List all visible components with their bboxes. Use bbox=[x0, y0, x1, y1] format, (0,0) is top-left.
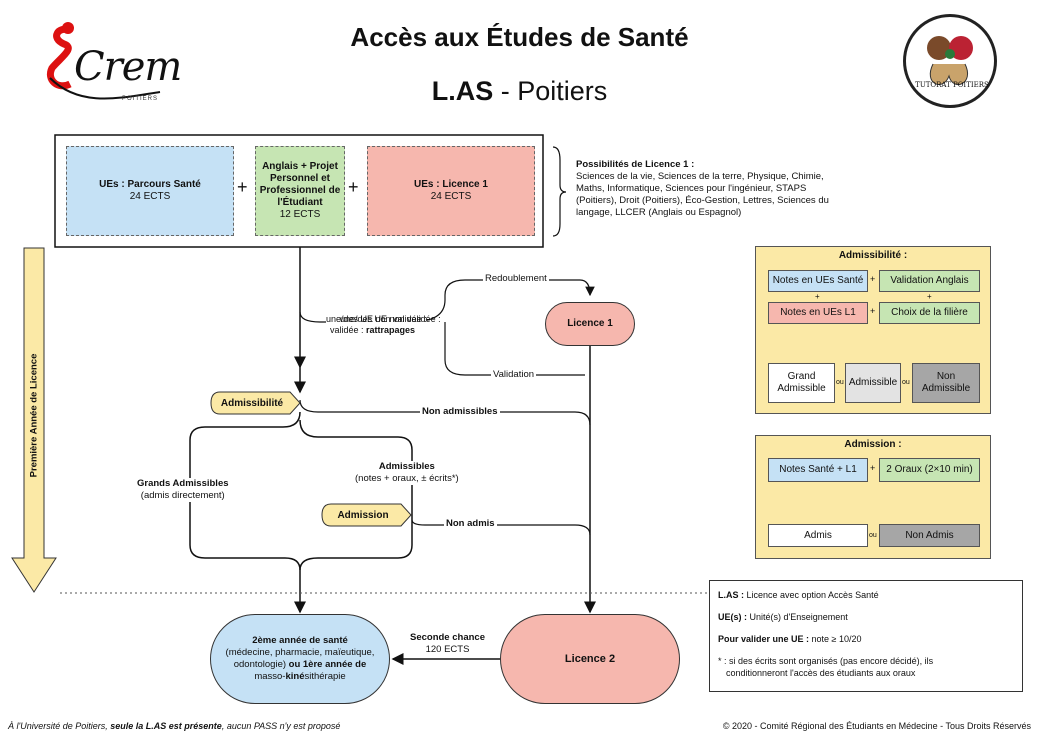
admissibilite-tag: Admissibilité bbox=[220, 397, 284, 409]
admissibilite-panel-title: Admissibilité : bbox=[838, 250, 908, 261]
admissible-box: Admissible bbox=[845, 363, 901, 403]
page-title: Accès aux Études de Santé bbox=[350, 22, 689, 52]
panel1-plus-4: + bbox=[870, 306, 876, 316]
panel1-ou-1: ou bbox=[836, 379, 844, 386]
non-admissible-box: Non Admissible bbox=[912, 363, 980, 403]
notes-ue-l1-box: Notes en UEs L1 bbox=[768, 302, 868, 324]
legend-box: L.AS : Licence avec option Accès Santé U… bbox=[709, 580, 1023, 692]
possibilites-licence: Possibilités de Licence 1 :Sciences de l… bbox=[576, 159, 829, 218]
admissibles-path bbox=[299, 419, 413, 571]
notes-sante-l1-box: Notes Santé + L1 bbox=[768, 458, 868, 482]
admissibilite-tag-shape bbox=[210, 391, 301, 415]
admis-box: Admis bbox=[768, 524, 868, 547]
grands-admissibles-label: Grands Admissibles(admis directement) bbox=[137, 478, 229, 502]
panel1-ou-2: ou bbox=[902, 379, 910, 386]
sante-node: 2ème année de santé (médecine, pharmacie… bbox=[210, 614, 390, 704]
non-admis-box: Non Admis bbox=[879, 524, 980, 547]
rattrapages-label-2: validée : rattrapages bbox=[330, 325, 416, 336]
panel1-plus-3: + bbox=[927, 292, 932, 301]
brace bbox=[552, 146, 567, 237]
panel2-plus: + bbox=[870, 463, 876, 473]
premiere-annee-label: Première Année de Licence bbox=[28, 353, 40, 478]
redoublement-path bbox=[299, 279, 595, 323]
non-admissibles-label: Non admissibles bbox=[420, 406, 500, 418]
panel2-ou: ou bbox=[869, 532, 877, 539]
admissibles-label: Admissibles(notes + oraux, ± écrits*) bbox=[355, 461, 459, 485]
non-admis-label: Non admis bbox=[444, 518, 497, 530]
notes-ue-sante-box: Notes en UEs Santé bbox=[768, 270, 868, 292]
non-admis-path bbox=[411, 519, 591, 536]
plus-sign-2: + bbox=[348, 177, 359, 197]
admission-tag-shape bbox=[321, 503, 412, 527]
footer-right: © 2020 - Comité Régional des Étudiants e… bbox=[722, 721, 1031, 731]
admission-panel-title: Admission : bbox=[844, 439, 902, 450]
anglais-projet-box: Anglais + Projet Personnel et Profession… bbox=[255, 146, 345, 236]
year-arrow bbox=[11, 247, 57, 593]
grand-admissible-box: Grand Admissible bbox=[768, 363, 835, 403]
plus-sign-1: + bbox=[237, 177, 248, 197]
admission-tag: Admission bbox=[337, 509, 389, 521]
oraux-box: 2 Oraux (2×10 min) bbox=[879, 458, 980, 482]
panel1-plus-1: + bbox=[870, 274, 876, 284]
validation-label: Validation bbox=[491, 369, 537, 381]
tutorat-logo: TUTORAT POITIERS bbox=[903, 14, 997, 108]
licence2-node: Licence 2 bbox=[500, 614, 680, 704]
panel1-plus-2: + bbox=[815, 292, 820, 301]
page-subtitle: L.AS - Poitiers bbox=[431, 76, 608, 106]
rattrapages-label-text: une/des UE non validée : bbox=[340, 314, 441, 324]
validation-path bbox=[444, 322, 585, 376]
redoublement-label: Redoublement bbox=[483, 273, 549, 285]
validation-anglais-box: Validation Anglais bbox=[879, 270, 980, 292]
choix-filiere-box: Choix de la filière bbox=[879, 302, 980, 324]
footer-left: À l'Université de Poitiers, seule la L.A… bbox=[8, 721, 341, 731]
crem-logo: Crem POITIERS bbox=[40, 18, 182, 108]
licence1-node: Licence 1 bbox=[545, 302, 635, 346]
top-block-frame bbox=[54, 134, 544, 248]
